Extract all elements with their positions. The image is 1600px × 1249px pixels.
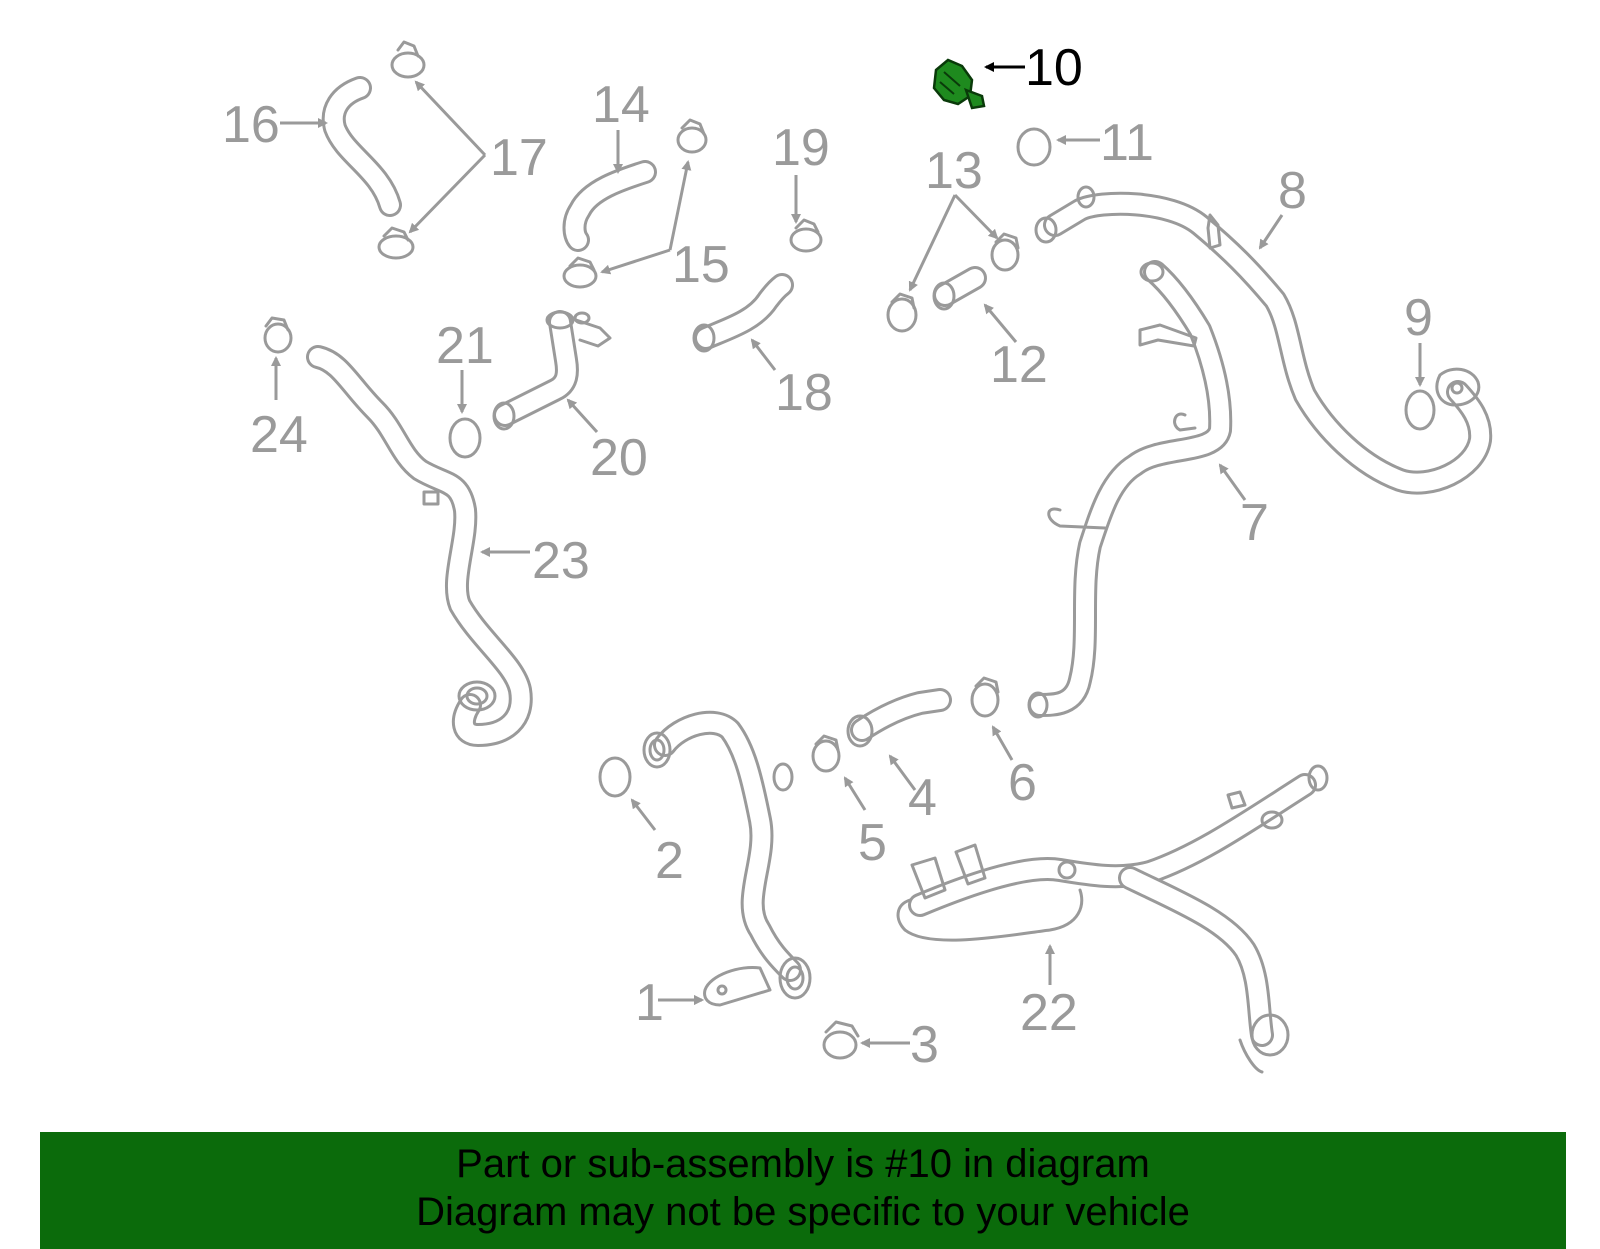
oring-2 — [598, 756, 632, 798]
callout-8: 8 — [1278, 162, 1307, 220]
sleeve-12 — [932, 266, 987, 311]
info-banner: Part or sub-assembly is #10 in diagram D… — [40, 1132, 1566, 1249]
callout-18: 18 — [775, 364, 833, 422]
callout-23: 23 — [532, 532, 590, 590]
callout-5: 5 — [858, 814, 887, 872]
hose-23-shape — [306, 345, 533, 747]
clamp-13-right — [990, 232, 1020, 272]
banner-line-2: Diagram may not be specific to your vehi… — [416, 1190, 1190, 1234]
pipe-22-shape — [896, 764, 1329, 1074]
callout-9: 9 — [1404, 289, 1433, 347]
hose-16-shape — [321, 76, 402, 217]
clamp-3 — [822, 1020, 860, 1060]
hose-4-shape — [846, 688, 952, 748]
clamp-6 — [970, 676, 1000, 718]
fitting-20-shape — [492, 310, 612, 431]
pipe-7-shape — [1027, 260, 1233, 719]
callout-24: 24 — [250, 406, 308, 464]
callout-19: 19 — [772, 119, 830, 177]
callout-12: 12 — [990, 336, 1048, 394]
callout-3: 3 — [910, 1016, 939, 1074]
banner-line-1: Part or sub-assembly is #10 in diagram — [456, 1142, 1150, 1186]
hose-18-shape — [692, 273, 794, 353]
callout-13: 13 — [925, 142, 983, 200]
clamp-17-top — [390, 40, 426, 79]
callout-7: 7 — [1240, 494, 1269, 552]
callout-11: 11 — [1100, 114, 1154, 172]
callout-16: 16 — [222, 96, 280, 154]
callout-22: 22 — [1020, 984, 1078, 1042]
oring-11 — [1016, 127, 1052, 167]
oring-21 — [448, 417, 482, 459]
hose-14-shape — [562, 160, 657, 252]
callout-21: 21 — [436, 317, 494, 375]
pipe-8-shape — [1034, 185, 1493, 495]
clamp-5 — [811, 734, 841, 773]
callout-15: 15 — [672, 236, 730, 294]
callout-4: 4 — [908, 769, 937, 827]
pipe-1-shape — [642, 710, 812, 1007]
callout-2: 2 — [655, 832, 684, 890]
clamp-15-top — [676, 118, 708, 154]
oring-9 — [1404, 389, 1436, 431]
callout-20: 20 — [590, 429, 648, 487]
callouts: 1 2 3 4 5 6 7 8 9 10 11 12 13 14 15 16 — [222, 39, 1433, 1074]
callout-14: 14 — [592, 76, 650, 134]
clamp-17-bottom — [377, 226, 415, 260]
sensor-10-highlighted[interactable] — [932, 58, 986, 110]
clamp-24 — [263, 316, 293, 354]
callout-10: 10 — [1025, 39, 1083, 97]
clamp-15-bottom — [562, 256, 598, 289]
clamp-13-left — [886, 292, 918, 333]
callout-17: 17 — [490, 129, 548, 187]
callout-1: 1 — [635, 974, 664, 1032]
clamp-19 — [789, 218, 823, 253]
callout-6: 6 — [1008, 754, 1037, 812]
